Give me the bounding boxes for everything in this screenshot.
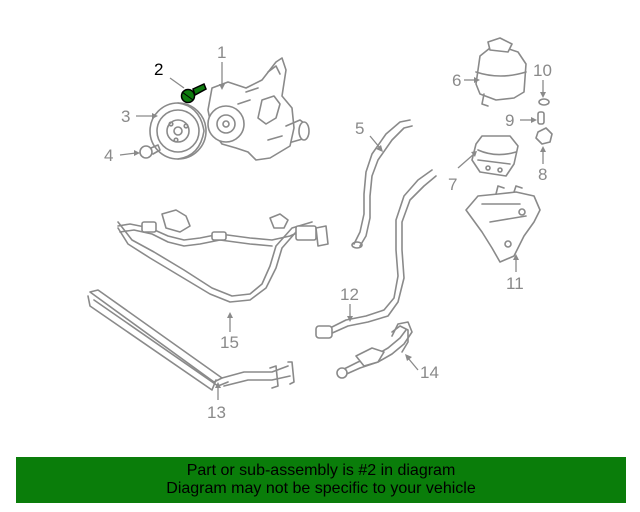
power-steering-cooler[interactable] [87, 289, 295, 391]
parts-diagram: 1 2 3 4 5 6 7 8 9 10 11 12 13 14 15 [87, 37, 553, 422]
callout-2: 2 [154, 60, 163, 79]
callout-11: 11 [506, 274, 524, 293]
return-hose[interactable] [315, 169, 437, 339]
callout-7: 7 [448, 175, 457, 194]
reservoir-bracket[interactable] [471, 135, 519, 177]
leader-lines [119, 62, 546, 400]
callout-4: 4 [104, 146, 113, 165]
pressure-hose[interactable] [351, 119, 413, 249]
callout-13: 13 [207, 403, 226, 422]
callout-15: 15 [220, 333, 239, 352]
washer[interactable] [538, 98, 550, 106]
callout-5: 5 [355, 119, 364, 138]
pressure-line[interactable] [117, 209, 329, 303]
callout-8: 8 [538, 165, 547, 184]
callout-3: 3 [121, 107, 130, 126]
pulley-bolt-highlighted[interactable] [180, 82, 207, 104]
power-steering-pump[interactable] [207, 57, 310, 161]
callout-12: 12 [340, 285, 359, 304]
callout-10: 10 [533, 61, 552, 80]
hose-assembly[interactable] [336, 321, 413, 379]
banner-line-1: Part or sub-assembly is #2 in diagram [186, 462, 456, 479]
callout-6: 6 [452, 71, 461, 90]
callout-1: 1 [217, 43, 226, 62]
callout-14: 14 [420, 363, 439, 382]
mounting-bracket[interactable] [465, 185, 541, 263]
banner-line-2: Diagram may not be specific to your vehi… [166, 480, 476, 497]
nut[interactable] [535, 127, 553, 145]
callout-9: 9 [505, 111, 514, 130]
fluid-reservoir[interactable] [475, 37, 527, 107]
pump-pulley[interactable] [149, 102, 207, 160]
stud[interactable] [537, 111, 545, 125]
info-banner: Part or sub-assembly is #2 in diagram Di… [16, 457, 626, 503]
callout-labels: 1 2 3 4 5 6 7 8 9 10 11 12 13 14 15 [104, 43, 552, 422]
mounting-bolt[interactable] [139, 144, 161, 159]
